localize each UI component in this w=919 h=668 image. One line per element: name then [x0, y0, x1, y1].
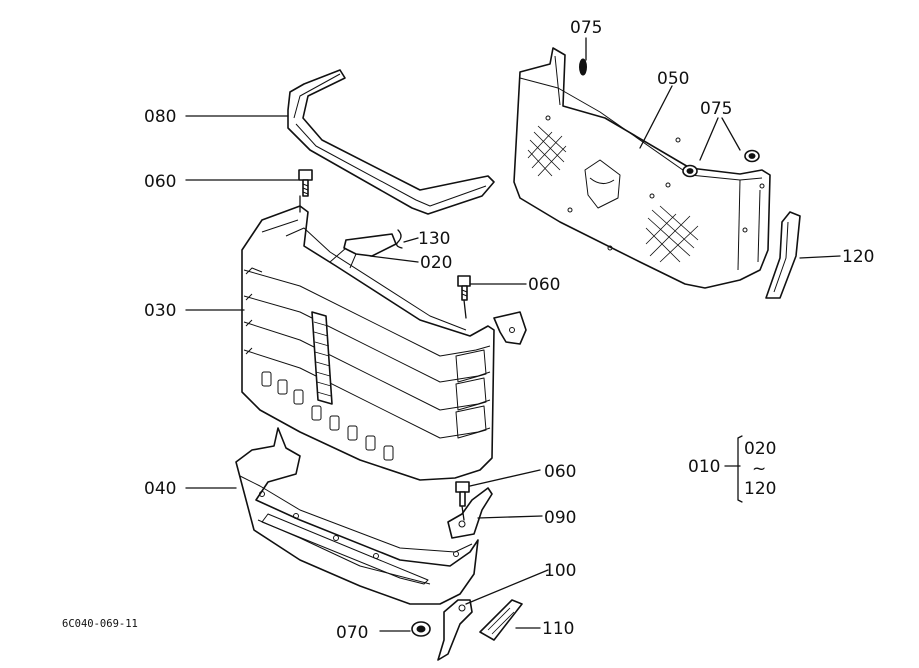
drawing-id: 6C040-069-11: [62, 618, 138, 630]
assembly-legend: 010 020 ~ 120: [688, 439, 776, 499]
top-bar-part-080: [287, 69, 495, 215]
washer-part-075-top: [579, 58, 587, 76]
clip-part-130: [396, 229, 403, 249]
part-labels: 075 050 075 080 060 130 020 060 120 030 …: [144, 18, 874, 643]
label-120: 120: [842, 247, 874, 267]
assembly-range-tilde: ~: [752, 459, 766, 479]
pad-part-110: [479, 599, 523, 641]
nut-part-070: [411, 621, 431, 637]
lower-panel-part-040: [235, 427, 479, 605]
label-050: 050: [657, 69, 689, 89]
label-070: 070: [336, 623, 368, 643]
bolt-part-060-low: [455, 481, 470, 507]
label-030: 030: [144, 301, 176, 321]
label-060-top: 060: [144, 172, 176, 192]
front-grille-part-030: [241, 205, 527, 481]
washer-part-075-right-b: [744, 149, 760, 163]
label-100: 100: [544, 561, 576, 581]
rear-panel-part-050: [513, 47, 771, 289]
washer-part-075-right-a: [682, 164, 698, 178]
assembly-code: 010: [688, 457, 720, 477]
label-075-top: 075: [570, 18, 602, 38]
label-060-low: 060: [544, 462, 576, 482]
label-020: 020: [420, 253, 452, 273]
label-040: 040: [144, 479, 176, 499]
assembly-range-from: 020: [744, 439, 776, 459]
label-060-mid: 060: [528, 275, 560, 295]
seal-strip-part-120: [765, 211, 801, 299]
label-130: 130: [418, 229, 450, 249]
bracket-part-090: [447, 487, 493, 539]
label-110: 110: [542, 619, 574, 639]
bracket-part-100: [437, 599, 473, 661]
bracket-part-020: [329, 233, 397, 269]
bolt-part-060-top: [298, 169, 313, 197]
label-075-right: 075: [700, 99, 732, 119]
leader-lines: [185, 37, 841, 632]
label-090: 090: [544, 508, 576, 528]
assembly-range-to: 120: [744, 479, 776, 499]
label-080: 080: [144, 107, 176, 127]
bolt-part-060-mid: [457, 275, 471, 301]
